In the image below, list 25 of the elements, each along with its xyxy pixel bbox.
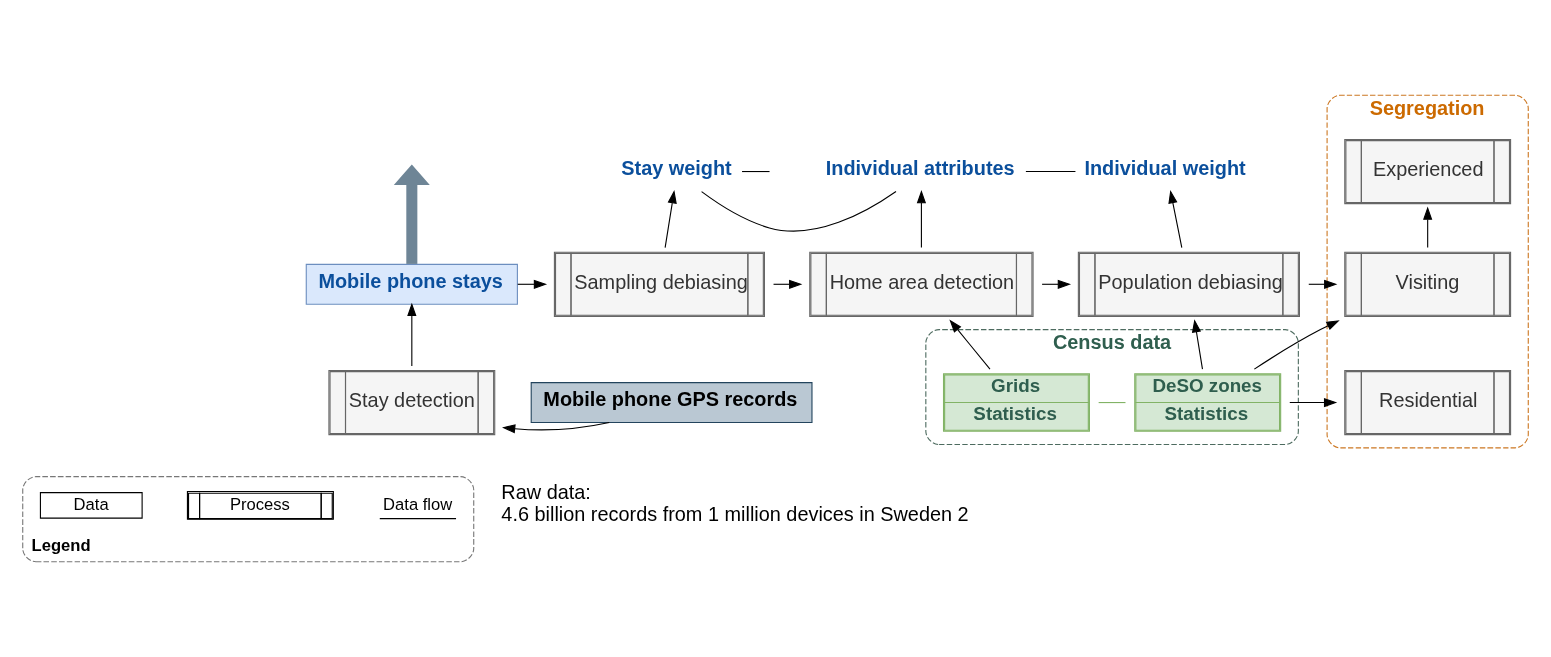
arrow bbox=[1423, 206, 1433, 249]
arrow bbox=[949, 319, 991, 370]
arrow bbox=[393, 164, 430, 264]
arrow bbox=[1253, 320, 1340, 370]
legend-label: Data bbox=[73, 494, 109, 514]
node-box: Mobile phone GPS records bbox=[530, 382, 813, 423]
connector bbox=[701, 190, 897, 232]
label: 4.6 billion records from 1 million devices in Sweden 2 bbox=[501, 503, 969, 526]
node-text: Individual weight bbox=[1084, 157, 1246, 180]
label: Raw data: bbox=[501, 481, 591, 504]
arrow bbox=[407, 302, 417, 367]
connector bbox=[1025, 171, 1076, 173]
arrow bbox=[1191, 319, 1203, 370]
arrow bbox=[664, 190, 677, 249]
node-text: Stay weight bbox=[621, 157, 732, 180]
node-text: Individual attributes bbox=[825, 157, 1015, 180]
arrow bbox=[1289, 397, 1338, 408]
legend-label: Process bbox=[229, 494, 290, 514]
node-box: Mobile phone stays bbox=[305, 263, 518, 305]
connector bbox=[1098, 402, 1127, 404]
connector bbox=[741, 171, 771, 173]
legend-label: Data flow bbox=[383, 494, 453, 514]
arrow bbox=[916, 190, 927, 249]
arrow bbox=[1168, 190, 1183, 249]
arrow bbox=[502, 421, 610, 434]
